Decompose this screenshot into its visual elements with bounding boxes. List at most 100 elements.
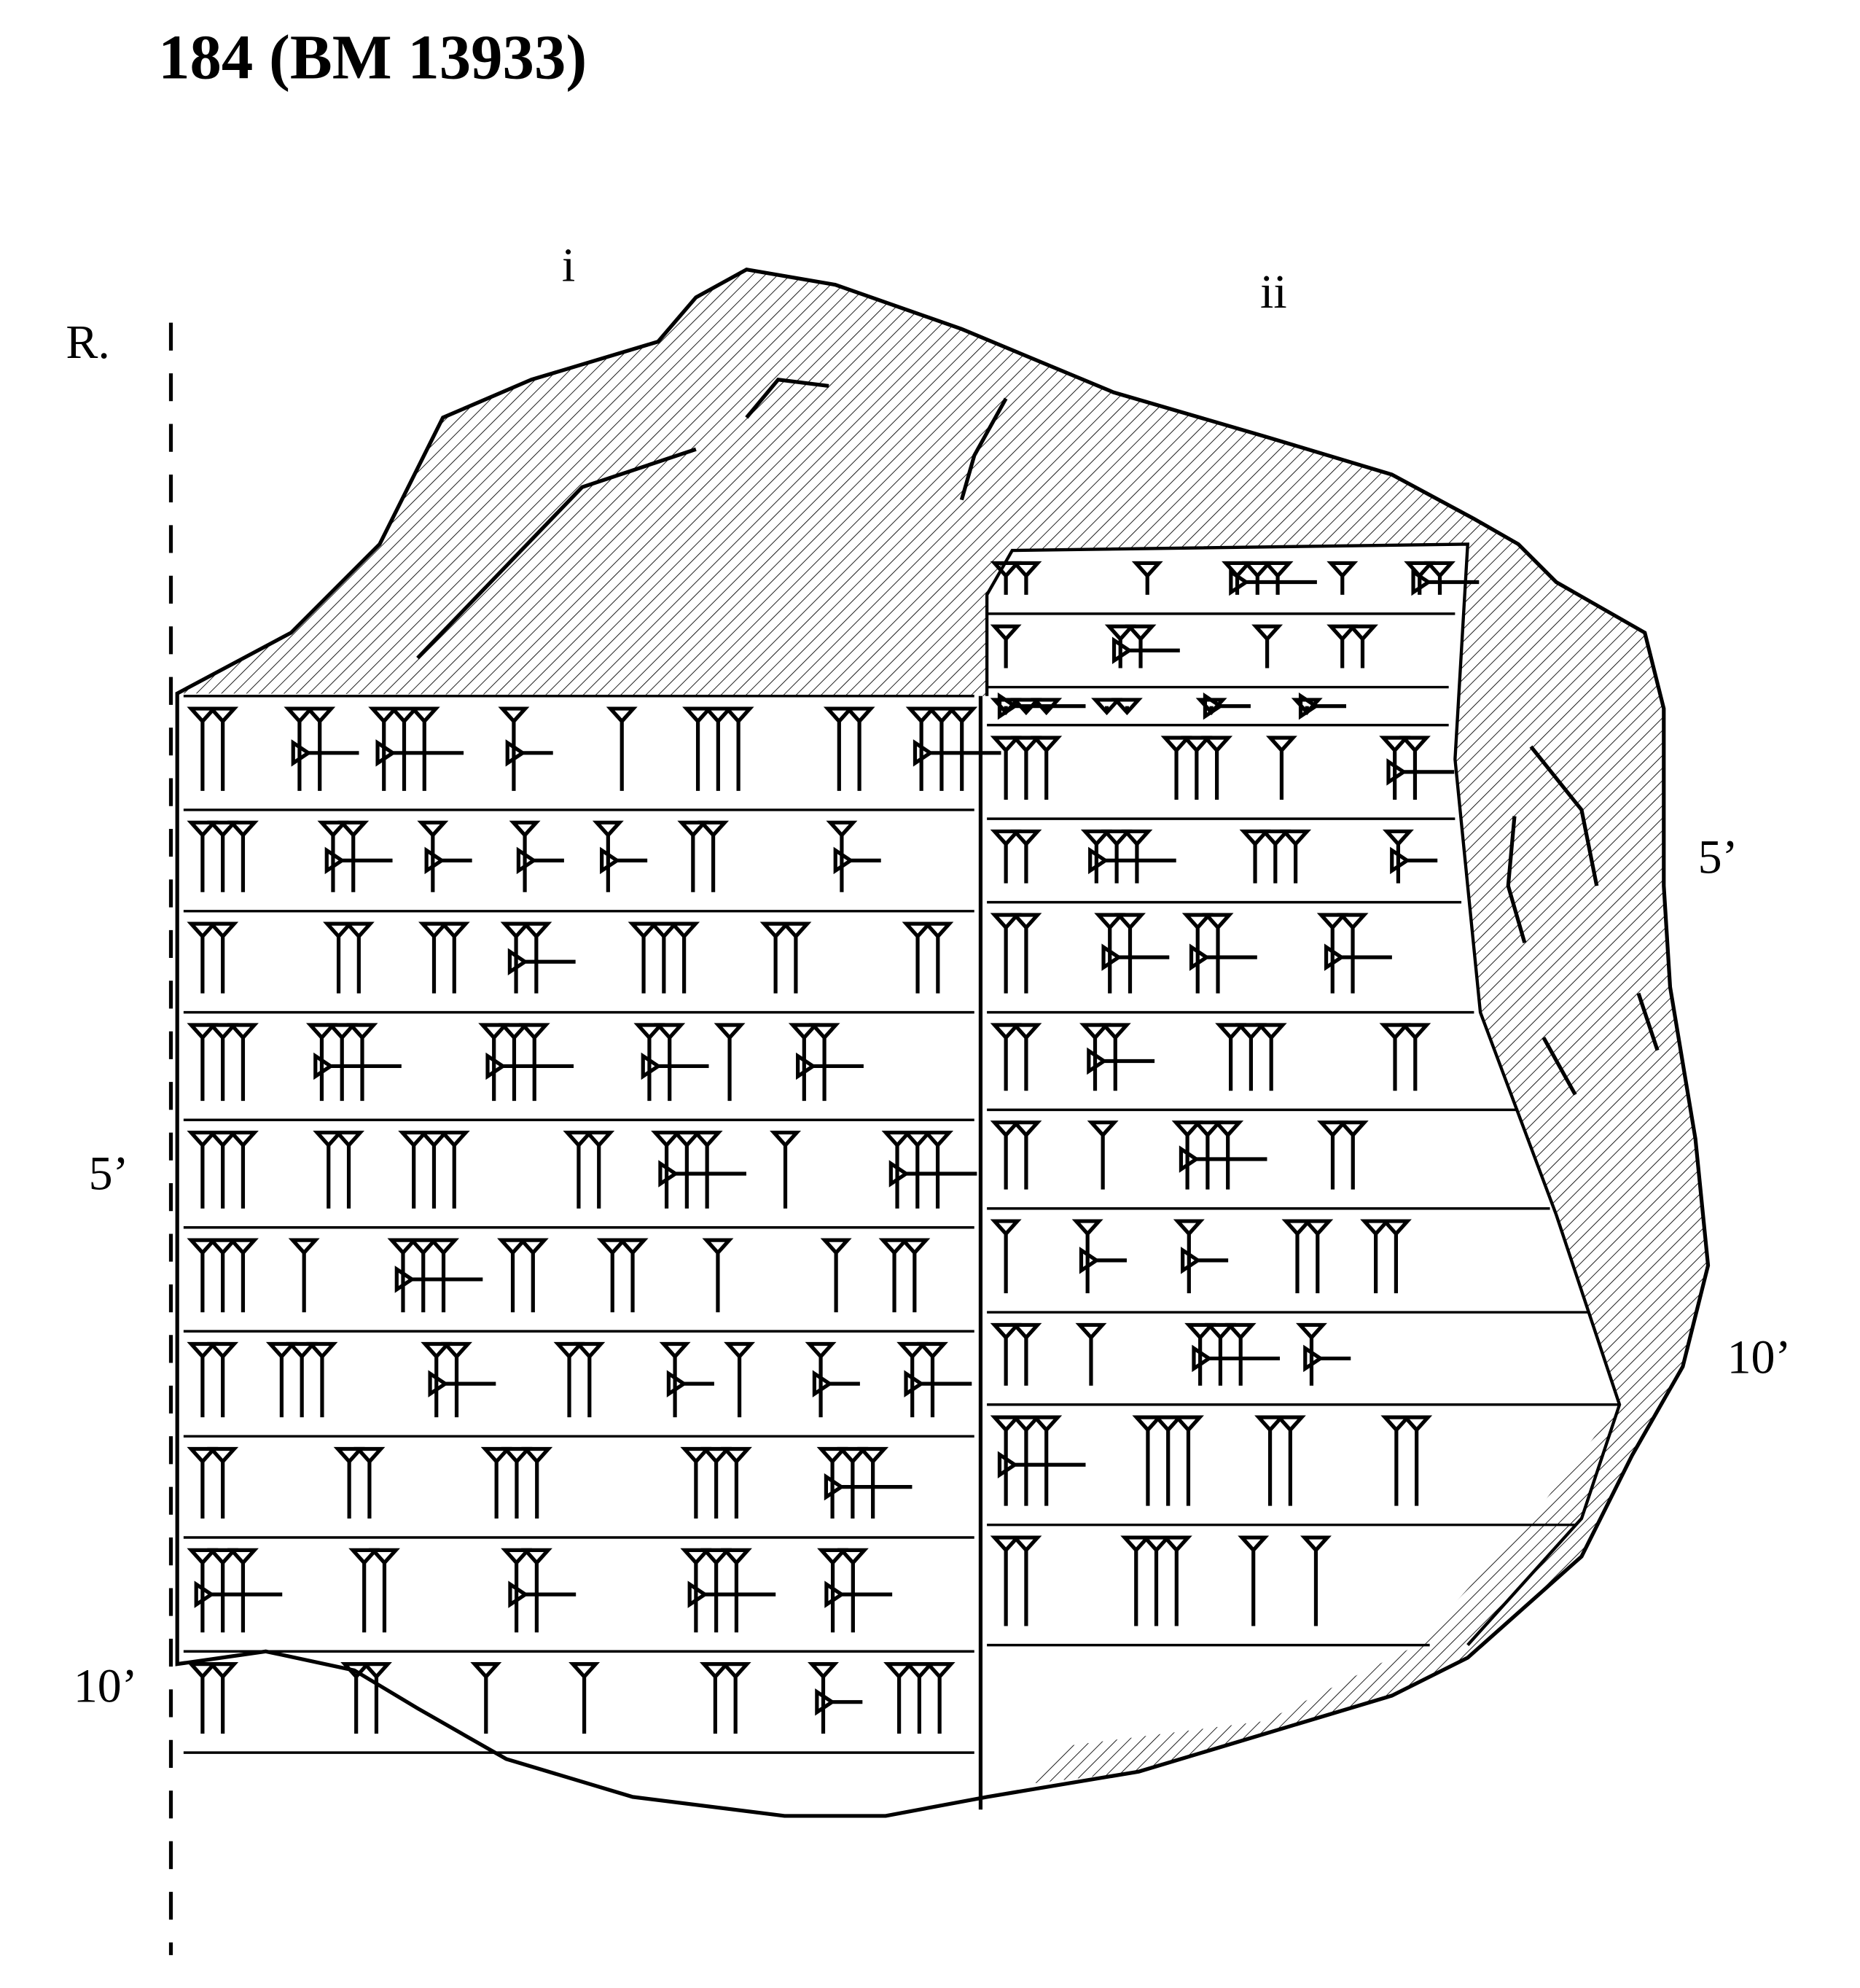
cuneiform-wedge xyxy=(227,1238,259,1313)
cuneiform-wedge xyxy=(641,1052,709,1080)
cuneiform-wedge xyxy=(724,1341,756,1418)
cuneiform-wedge xyxy=(1399,1023,1431,1091)
cuneiform-wedge xyxy=(343,921,375,994)
cuneiform-wedge xyxy=(306,1341,338,1418)
cuneiform-wedge xyxy=(633,1023,665,1102)
cuneiform-wedge xyxy=(1114,913,1146,994)
cuneiform-wedge xyxy=(946,706,978,791)
cuneiform-wedge xyxy=(1224,1322,1257,1386)
cuneiform-wedge xyxy=(677,820,709,892)
cuneiform-wedge xyxy=(997,692,1086,720)
cuneiform-wedge xyxy=(820,1238,852,1313)
column-ii-top-edge xyxy=(985,542,1622,1647)
cuneiform-wedge xyxy=(780,921,812,994)
cuneiform-wedge xyxy=(1080,829,1112,884)
cuneiform-wedge xyxy=(700,1446,732,1519)
cuneiform-wedge xyxy=(917,1341,948,1418)
cuneiform-signs xyxy=(187,561,1480,1734)
cuneiform-wedge xyxy=(500,921,532,994)
cuneiform-wedge xyxy=(291,739,359,767)
cuneiform-wedge xyxy=(654,1023,686,1102)
cuneiform-wedge xyxy=(1184,1322,1216,1386)
cuneiform-wedge xyxy=(990,829,1022,884)
cuneiform-wedge xyxy=(227,1130,259,1209)
cuneiform-wedge xyxy=(207,706,239,791)
cuneiform-wedge xyxy=(417,820,449,892)
cuneiform-wedge xyxy=(187,820,219,892)
cuneiform-wedge xyxy=(288,1238,320,1313)
cuneiform-wedge xyxy=(720,1446,752,1519)
cuneiform-wedge xyxy=(651,1130,683,1209)
cuneiform-wedge xyxy=(424,846,472,875)
cuneiform-wedge xyxy=(1111,698,1143,716)
cuneiform-wedge xyxy=(606,706,638,791)
cuneiform-wedge xyxy=(1087,1120,1119,1190)
cuneiform-wedge xyxy=(497,1238,529,1313)
cuneiform-wedge xyxy=(360,1662,392,1734)
cuneiform-wedge xyxy=(394,1266,483,1293)
cuneiform-wedge xyxy=(702,1238,734,1313)
cuneiform-wedge xyxy=(923,1662,956,1734)
cuneiform-wedge xyxy=(368,1548,400,1633)
cuneiform-wedge xyxy=(563,1130,595,1209)
cuneiform-wedge xyxy=(759,921,792,994)
cuneiform-wedge xyxy=(812,1370,860,1398)
cuneiform-wedge xyxy=(187,921,219,994)
cuneiform-wedge xyxy=(1101,943,1170,971)
cuneiform-wedge xyxy=(498,706,530,791)
cuneiform-wedge xyxy=(1382,829,1414,884)
cuneiform-wedge xyxy=(1316,913,1348,994)
cuneiform-wedge xyxy=(1229,568,1317,596)
cuneiform-wedge xyxy=(990,1415,1022,1506)
cuneiform-wedge xyxy=(1173,1415,1204,1506)
cuneiform-wedge xyxy=(671,1130,703,1209)
cuneiform-wedge xyxy=(922,1130,954,1209)
cuneiform-wedge xyxy=(1204,1322,1236,1386)
cuneiform-wedge xyxy=(520,1548,552,1633)
cuneiform-wedge xyxy=(702,706,734,791)
cuneiform-wedge xyxy=(990,1219,1022,1294)
cuneiform-wedge xyxy=(1239,829,1271,884)
cuneiform-wedge xyxy=(990,1535,1022,1626)
cuneiform-wedge xyxy=(368,706,400,791)
tablet-outline xyxy=(175,268,1711,1818)
cuneiform-wedge xyxy=(843,706,875,791)
cuneiform-wedge xyxy=(1099,1023,1131,1091)
cuneiform-wedge xyxy=(1075,1322,1107,1386)
cuneiform-wedge xyxy=(324,846,393,875)
cuneiform-wedge xyxy=(990,913,1022,994)
cuneiform-wedge xyxy=(207,1130,239,1209)
cuneiform-wedge xyxy=(1326,624,1359,668)
cuneiform-wedge xyxy=(691,1130,723,1209)
cuneiform-wedge xyxy=(353,1446,386,1519)
cuneiform-wedge xyxy=(1179,1145,1267,1173)
cuneiform-wedge xyxy=(323,921,355,994)
cuneiform-wedge xyxy=(286,1341,318,1418)
cuneiform-wedge xyxy=(187,706,219,791)
cuneiform-wedge xyxy=(770,1130,802,1209)
cuneiform-wedge xyxy=(888,1160,977,1188)
cuneiform-wedge xyxy=(659,1341,691,1418)
cuneiform-wedge xyxy=(509,820,541,892)
cuneiform-wedge xyxy=(680,1446,712,1519)
cuneiform-wedge xyxy=(187,1662,219,1734)
cuneiform-wedge xyxy=(284,706,316,791)
cuneiform-wedge xyxy=(207,820,239,892)
cuneiform-wedge xyxy=(1295,1322,1327,1386)
cuneiform-wedge xyxy=(1010,1535,1042,1626)
cuneiform-wedge xyxy=(1347,624,1378,668)
cuneiform-wedge xyxy=(501,1446,533,1519)
cuneiform-wedge xyxy=(1079,1023,1111,1091)
cuneiform-wedge xyxy=(305,1023,337,1102)
cuneiform-wedge xyxy=(899,1238,931,1313)
ruling-lines xyxy=(183,612,1620,1754)
cuneiform-wedge xyxy=(187,1238,219,1313)
cuneiform-wedge xyxy=(592,820,624,892)
cuneiform-wedge xyxy=(375,739,464,767)
cuneiform-wedge xyxy=(1411,568,1480,596)
cuneiform-wedge xyxy=(1031,1415,1063,1506)
cuneiform-wedge xyxy=(428,1238,459,1313)
cuneiform-wedge xyxy=(508,1580,577,1608)
cuneiform-wedge xyxy=(1337,1120,1369,1190)
